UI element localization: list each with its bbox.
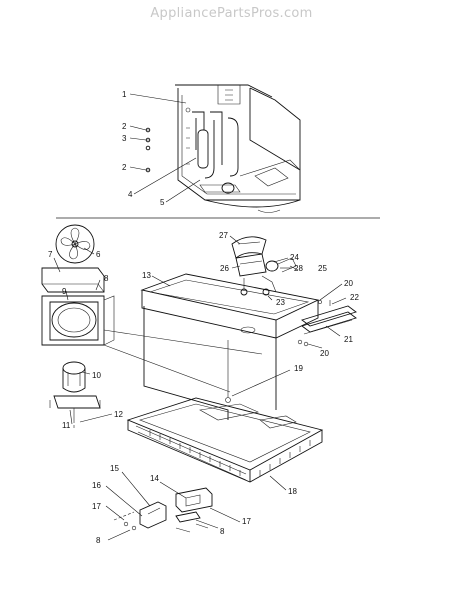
callout-10: 10 <box>92 371 101 380</box>
callout-18: 18 <box>288 487 297 496</box>
damper-assembly <box>229 235 357 349</box>
callout-1: 1 <box>122 90 127 99</box>
callout-8: 8 <box>96 536 101 545</box>
callout-20: 20 <box>344 279 353 288</box>
callout-8: 8 <box>220 527 225 536</box>
callout-7: 7 <box>48 250 53 259</box>
callout-17: 17 <box>242 517 251 526</box>
callout-9: 9 <box>62 287 67 296</box>
control-assembly <box>105 471 241 541</box>
callout-12: 12 <box>114 410 123 419</box>
callout-3: 3 <box>122 134 127 143</box>
callout-8: 8 <box>104 274 109 283</box>
callout-5: 5 <box>160 198 165 207</box>
callout-14: 14 <box>150 474 159 483</box>
callout-16: 16 <box>92 481 101 490</box>
callout-27: 27 <box>219 231 228 240</box>
callout-17: 17 <box>92 502 101 511</box>
callout-22: 22 <box>350 293 359 302</box>
callout-6: 6 <box>96 250 101 259</box>
callout-2: 2 <box>122 163 127 172</box>
callout-28: 28 <box>294 264 303 273</box>
callout-labels: 1 2 3 2 4 5 6 7 8 9 10 11 12 13 19 18 15… <box>48 90 359 545</box>
callout-19: 19 <box>294 364 303 373</box>
fan-duct-assembly <box>41 224 115 430</box>
callout-20: 20 <box>320 349 329 358</box>
upper-assembly <box>129 84 301 213</box>
callout-15: 15 <box>110 464 119 473</box>
callout-24: 24 <box>290 253 299 262</box>
callout-25: 25 <box>318 264 327 273</box>
callout-11: 11 <box>62 421 71 430</box>
callout-4: 4 <box>128 190 133 199</box>
callout-21: 21 <box>344 335 353 344</box>
callout-23: 23 <box>276 298 285 307</box>
callout-26: 26 <box>220 264 229 273</box>
callout-2: 2 <box>122 122 127 131</box>
watermark: AppliancePartsPros.com <box>150 6 313 21</box>
main-pan-assembly <box>103 273 324 491</box>
callout-13: 13 <box>142 271 151 280</box>
